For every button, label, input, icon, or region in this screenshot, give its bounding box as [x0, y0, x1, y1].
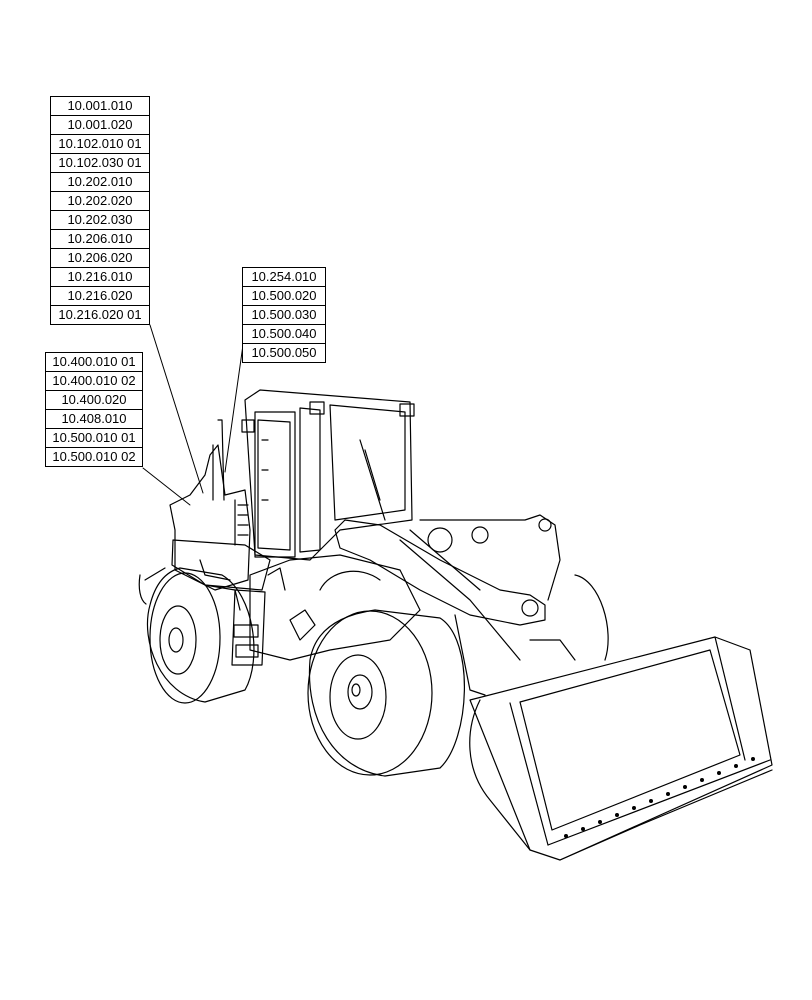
reference-number[interactable]: 10.408.010 — [45, 409, 143, 429]
reference-number[interactable]: 10.400.010 02 — [45, 371, 143, 391]
reference-number[interactable]: 10.500.010 02 — [45, 447, 143, 467]
reference-number[interactable]: 10.500.010 01 — [45, 428, 143, 448]
reference-group-2: 10.254.010 10.500.020 10.500.030 10.500.… — [242, 267, 326, 363]
reference-number[interactable]: 10.206.020 — [50, 248, 150, 268]
reference-number[interactable]: 10.500.020 — [242, 286, 326, 306]
reference-number[interactable]: 10.001.010 — [50, 96, 150, 116]
reference-number[interactable]: 10.202.010 — [50, 172, 150, 192]
reference-number[interactable]: 10.202.030 — [50, 210, 150, 230]
reference-number[interactable]: 10.500.040 — [242, 324, 326, 344]
bucket — [469, 636, 773, 861]
rear-body — [169, 419, 271, 611]
reference-number[interactable]: 10.202.020 — [50, 191, 150, 211]
reference-number[interactable]: 10.001.020 — [50, 115, 150, 135]
reference-number[interactable]: 10.400.010 01 — [45, 352, 143, 372]
reference-number[interactable]: 10.102.030 01 — [50, 153, 150, 173]
reference-number[interactable]: 10.216.010 — [50, 267, 150, 287]
bucket-bolts — [564, 757, 755, 838]
reference-number[interactable]: 10.216.020 01 — [50, 305, 150, 325]
frame — [231, 554, 421, 666]
reference-number[interactable]: 10.500.050 — [242, 343, 326, 363]
reference-group-1: 10.001.010 10.001.020 10.102.010 01 10.1… — [50, 96, 150, 325]
reference-number[interactable]: 10.400.020 — [45, 390, 143, 410]
front-wheel — [307, 574, 609, 777]
reference-group-3: 10.400.010 01 10.400.010 02 10.400.020 1… — [45, 352, 143, 467]
reference-number[interactable]: 10.216.020 — [50, 286, 150, 306]
leader-lines — [142, 324, 244, 506]
reference-number[interactable]: 10.102.010 01 — [50, 134, 150, 154]
reference-number[interactable]: 10.254.010 — [242, 267, 326, 287]
reference-number[interactable]: 10.206.010 — [50, 229, 150, 249]
loader-arm — [334, 514, 576, 696]
reference-number[interactable]: 10.500.030 — [242, 305, 326, 325]
cab — [241, 389, 415, 561]
